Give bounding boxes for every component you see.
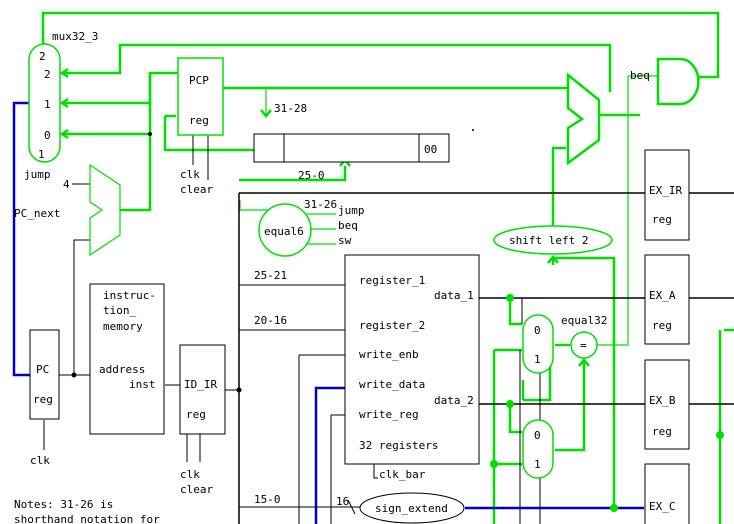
mux32-3-label: mux32_3 xyxy=(52,30,98,43)
svg-text:31-26: 31-26 xyxy=(304,198,337,211)
svg-text:sw: sw xyxy=(338,234,352,247)
jump-address-field: 31-28 00 25-0 xyxy=(253,102,450,182)
green-wires xyxy=(41,11,734,524)
svg-text:memory: memory xyxy=(103,320,143,333)
svg-text:write_data: write_data xyxy=(359,378,425,391)
svg-text:25-21: 25-21 xyxy=(254,269,287,282)
svg-text:address: address xyxy=(99,363,145,376)
shift-left-2: shift left 2 xyxy=(493,225,613,264)
svg-text:equal32: equal32 xyxy=(561,314,607,327)
svg-text:instruc-: instruc- xyxy=(103,289,156,302)
svg-text:reg: reg xyxy=(652,213,672,226)
instruction-memory: instruc- tion_ memory address inst xyxy=(89,283,165,435)
svg-text:data_1: data_1 xyxy=(434,289,474,302)
svg-text:clear: clear xyxy=(180,183,213,196)
svg-text:1: 1 xyxy=(44,98,51,111)
pc-next-label: PC_next xyxy=(14,207,60,220)
svg-text:EX_C: EX_C xyxy=(649,500,676,513)
svg-text:clk: clk xyxy=(30,454,50,467)
svg-text:EX_B: EX_B xyxy=(649,394,676,407)
svg-text:32 registers: 32 registers xyxy=(359,439,438,452)
svg-text:jump: jump xyxy=(338,204,365,217)
svg-text:reg: reg xyxy=(186,408,206,421)
mux-jump-label: jump xyxy=(24,168,51,181)
svg-text:31-28: 31-28 xyxy=(274,102,307,115)
svg-text:PCP: PCP xyxy=(189,74,209,87)
svg-text:1: 1 xyxy=(534,353,541,366)
svg-text:write_reg: write_reg xyxy=(359,408,419,421)
branch-mux xyxy=(566,72,601,166)
svg-text:=: = xyxy=(580,339,587,352)
pc-register: PC reg clk xyxy=(29,329,60,467)
svg-text:20-16: 20-16 xyxy=(254,314,287,327)
ex-ir-register: EX_IR reg xyxy=(644,149,690,241)
svg-text:1: 1 xyxy=(38,148,45,161)
ex-a-register: EX_A reg xyxy=(644,254,690,345)
ex-b-register: EX_B reg xyxy=(644,359,690,450)
equal32-comparator: = equal32 xyxy=(561,314,607,359)
svg-text:reg: reg xyxy=(652,319,672,332)
pc-adder: 4 PC_next xyxy=(14,163,121,257)
svg-text:data_2: data_2 xyxy=(434,394,474,407)
svg-text:register_1: register_1 xyxy=(359,274,425,287)
sign-extend: sign_extend xyxy=(359,492,465,524)
svg-text:EX_A: EX_A xyxy=(649,289,676,302)
forward-mux-a: 0 1 xyxy=(522,314,554,374)
svg-text:equal6: equal6 xyxy=(264,225,304,238)
svg-text:0: 0 xyxy=(534,429,541,442)
svg-text:shift left 2: shift left 2 xyxy=(509,234,588,247)
svg-text:beq: beq xyxy=(338,219,358,232)
svg-text:shorthand notation for: shorthand notation for xyxy=(14,513,160,524)
adder-const: 4 xyxy=(63,178,70,191)
svg-text:2: 2 xyxy=(44,68,51,81)
svg-text:Notes: 31-26 is: Notes: 31-26 is xyxy=(14,498,113,511)
register-file: register_1 data_1 register_2 write_enb w… xyxy=(344,254,480,481)
svg-text:EX_IR: EX_IR xyxy=(649,184,682,197)
svg-text:clk_bar: clk_bar xyxy=(379,468,426,481)
svg-text:reg: reg xyxy=(652,425,672,438)
junction-dots xyxy=(71,129,724,512)
svg-text:15-0: 15-0 xyxy=(254,493,281,506)
svg-text:1: 1 xyxy=(534,458,541,471)
id-ir-register: ID_IR reg clk clear xyxy=(179,344,226,496)
forward-mux-b: 0 1 xyxy=(522,419,554,479)
svg-text:inst: inst xyxy=(129,378,156,391)
svg-text:2: 2 xyxy=(39,50,46,63)
svg-text:register_2: register_2 xyxy=(359,319,425,332)
svg-text:0: 0 xyxy=(44,129,51,142)
svg-text:0: 0 xyxy=(534,324,541,337)
svg-text:25-0: 25-0 xyxy=(298,169,325,182)
svg-text:00: 00 xyxy=(424,143,437,156)
instruction-field-labels: 25-21 20-16 15-0 16 xyxy=(254,269,349,508)
svg-text:ID_IR: ID_IR xyxy=(184,378,217,391)
beq-label: beq xyxy=(630,69,650,82)
pcp-register: PCP reg clk clear xyxy=(177,57,224,196)
svg-text:reg: reg xyxy=(189,114,209,127)
equal6-comparator: equal6 31-26 jump beq sw xyxy=(258,198,365,257)
svg-text:reg: reg xyxy=(33,393,53,406)
svg-text:16: 16 xyxy=(336,495,349,508)
svg-text:PC: PC xyxy=(36,363,49,376)
svg-text:clk: clk xyxy=(180,468,200,481)
mux32-3: mux32_3 2 2 1 0 1 jump xyxy=(24,30,98,181)
notes: Notes: 31-26 is shorthand notation for xyxy=(14,498,160,524)
branch-and-gate: beq xyxy=(630,57,700,106)
ex-c-register: EX_C xyxy=(644,463,690,524)
svg-text:write_enb: write_enb xyxy=(359,348,419,361)
svg-text:clear: clear xyxy=(180,483,213,496)
svg-text:sign_extend: sign_extend xyxy=(375,502,448,515)
svg-text:clk: clk xyxy=(180,168,200,181)
svg-text:tion_: tion_ xyxy=(103,304,136,317)
